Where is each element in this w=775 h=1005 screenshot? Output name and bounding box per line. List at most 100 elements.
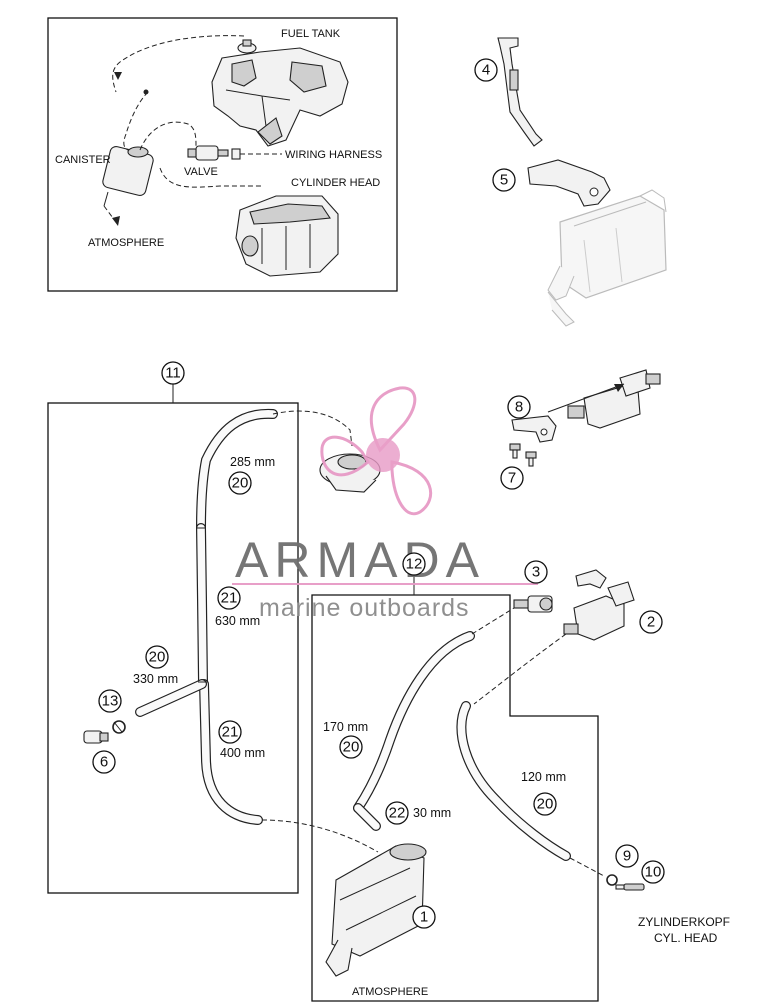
label-valve: VALVE (184, 166, 218, 178)
label-zylinderkopf: ZYLINDERKOPF (638, 915, 730, 929)
nipple-10-drawing (615, 883, 645, 891)
label-canister: CANISTER (55, 154, 111, 166)
label-atmosphere-inset: ATMOSPHERE (88, 237, 164, 249)
canister-bracket-drawing (527, 159, 611, 207)
svg-text:11: 11 (165, 365, 181, 382)
label-wiring-harness: WIRING HARNESS (285, 149, 382, 161)
callout-12: 12 (402, 552, 426, 576)
svg-text:20: 20 (149, 649, 166, 666)
inset-frame (47, 17, 398, 292)
callout-4: 4 (474, 58, 498, 82)
hose-to-tank-line (272, 410, 353, 447)
cylinder-head-drawing (235, 195, 339, 277)
svg-text:3: 3 (532, 564, 540, 581)
propeller-logo-icon (320, 386, 433, 516)
callout-9: 9 (615, 844, 639, 868)
callout-1: 1 (412, 905, 436, 929)
callout-22: 22 (385, 801, 409, 825)
callout-11: 11 (161, 361, 185, 385)
check-valve-assembly-drawing (547, 369, 661, 429)
callout-20-170: 20 (339, 735, 363, 759)
measure-330mm: 330 mm (133, 672, 178, 686)
measure-30mm: 30 mm (413, 806, 451, 820)
callout-20-285: 20 (228, 471, 252, 495)
measure-170mm: 170 mm (323, 720, 368, 734)
svg-text:22: 22 (389, 805, 406, 822)
inset-canister-drawing (102, 146, 154, 207)
callout-2: 2 (639, 610, 663, 634)
watermark-underline (232, 583, 538, 585)
inset-tank-line (112, 35, 245, 93)
svg-text:10: 10 (645, 864, 662, 881)
dash-to-valve-2 (473, 633, 567, 705)
svg-text:21: 21 (221, 590, 238, 607)
callout-20-330: 20 (145, 645, 169, 669)
canister-top-drawing (547, 189, 667, 327)
callout-21-400: 21 (218, 720, 242, 744)
callout-13: 13 (98, 689, 122, 713)
callout-7: 7 (500, 466, 524, 490)
overview-inset: FUEL TANK CANISTER WIRING HARNESS VALVE … (47, 17, 398, 292)
watermark-brand: ARMADA (235, 532, 485, 588)
measure-120mm: 120 mm (521, 770, 566, 784)
callout-8: 8 (507, 395, 531, 419)
check-valve-2-drawing (563, 569, 635, 641)
svg-text:1: 1 (420, 909, 428, 926)
hose-20-330mm (135, 679, 207, 717)
svg-text:9: 9 (623, 848, 631, 865)
inset-valve-drawing (187, 145, 241, 161)
inset-arrow-icon (112, 216, 120, 226)
svg-text:13: 13 (102, 693, 119, 710)
inset-junction-dot (143, 89, 149, 95)
callout-20-120: 20 (533, 792, 557, 816)
measure-400mm: 400 mm (220, 746, 265, 760)
watermark-tagline: marine outboards (259, 594, 470, 622)
clamp-13-drawing (112, 720, 126, 734)
svg-text:7: 7 (508, 470, 516, 487)
hose-22-30mm (353, 803, 381, 831)
svg-text:5: 5 (500, 172, 508, 189)
hose-20-170mm (353, 631, 475, 813)
svg-text:8: 8 (515, 399, 523, 416)
armada-watermark: ARMADA marine outboards (232, 386, 538, 622)
measure-630mm: 630 mm (215, 614, 260, 628)
canister-1-drawing (325, 843, 427, 977)
svg-text:6: 6 (100, 754, 108, 771)
clamp-9-drawing (606, 874, 618, 886)
svg-text:12: 12 (406, 556, 423, 573)
fuel-tank-drawing (211, 39, 349, 147)
hose-to-canister-line (261, 819, 379, 853)
t-fitting-3-drawing (513, 595, 553, 613)
svg-text:20: 20 (343, 739, 360, 756)
callout-5: 5 (492, 168, 516, 192)
hose-21-630mm (196, 523, 208, 687)
inset-valve-line (139, 121, 197, 151)
inset-head-line (159, 167, 262, 188)
svg-text:2: 2 (647, 614, 655, 631)
label-cylinder-head: CYLINDER HEAD (291, 177, 380, 189)
label-atmosphere-main: ATMOSPHERE (352, 986, 428, 998)
hose-20-285mm (196, 408, 278, 533)
tank-valve-drawing (319, 453, 381, 493)
hose-kit-12-frame (311, 594, 599, 1002)
dash-to-cyl-head (569, 857, 605, 877)
screws-7-drawing (509, 443, 537, 467)
bracket-strap-drawing (497, 37, 543, 147)
svg-text:20: 20 (232, 475, 249, 492)
hose-21-400mm (199, 679, 263, 825)
callout-3: 3 (524, 560, 548, 584)
hose-joints (197, 527, 208, 683)
callout-10: 10 (641, 860, 665, 884)
fitting-6-drawing (83, 730, 109, 744)
bracket-8-drawing (511, 415, 557, 443)
svg-text:4: 4 (482, 62, 490, 79)
inset-arrow-icon-2 (114, 72, 122, 80)
svg-text:20: 20 (537, 796, 554, 813)
hose-20-120mm (456, 701, 571, 861)
callout-21-630: 21 (217, 586, 241, 610)
svg-text:21: 21 (222, 724, 239, 741)
label-cyl-head: CYL. HEAD (654, 931, 718, 945)
callout-6: 6 (92, 750, 116, 774)
label-fuel-tank: FUEL TANK (281, 28, 341, 40)
measure-285mm: 285 mm (230, 455, 275, 469)
